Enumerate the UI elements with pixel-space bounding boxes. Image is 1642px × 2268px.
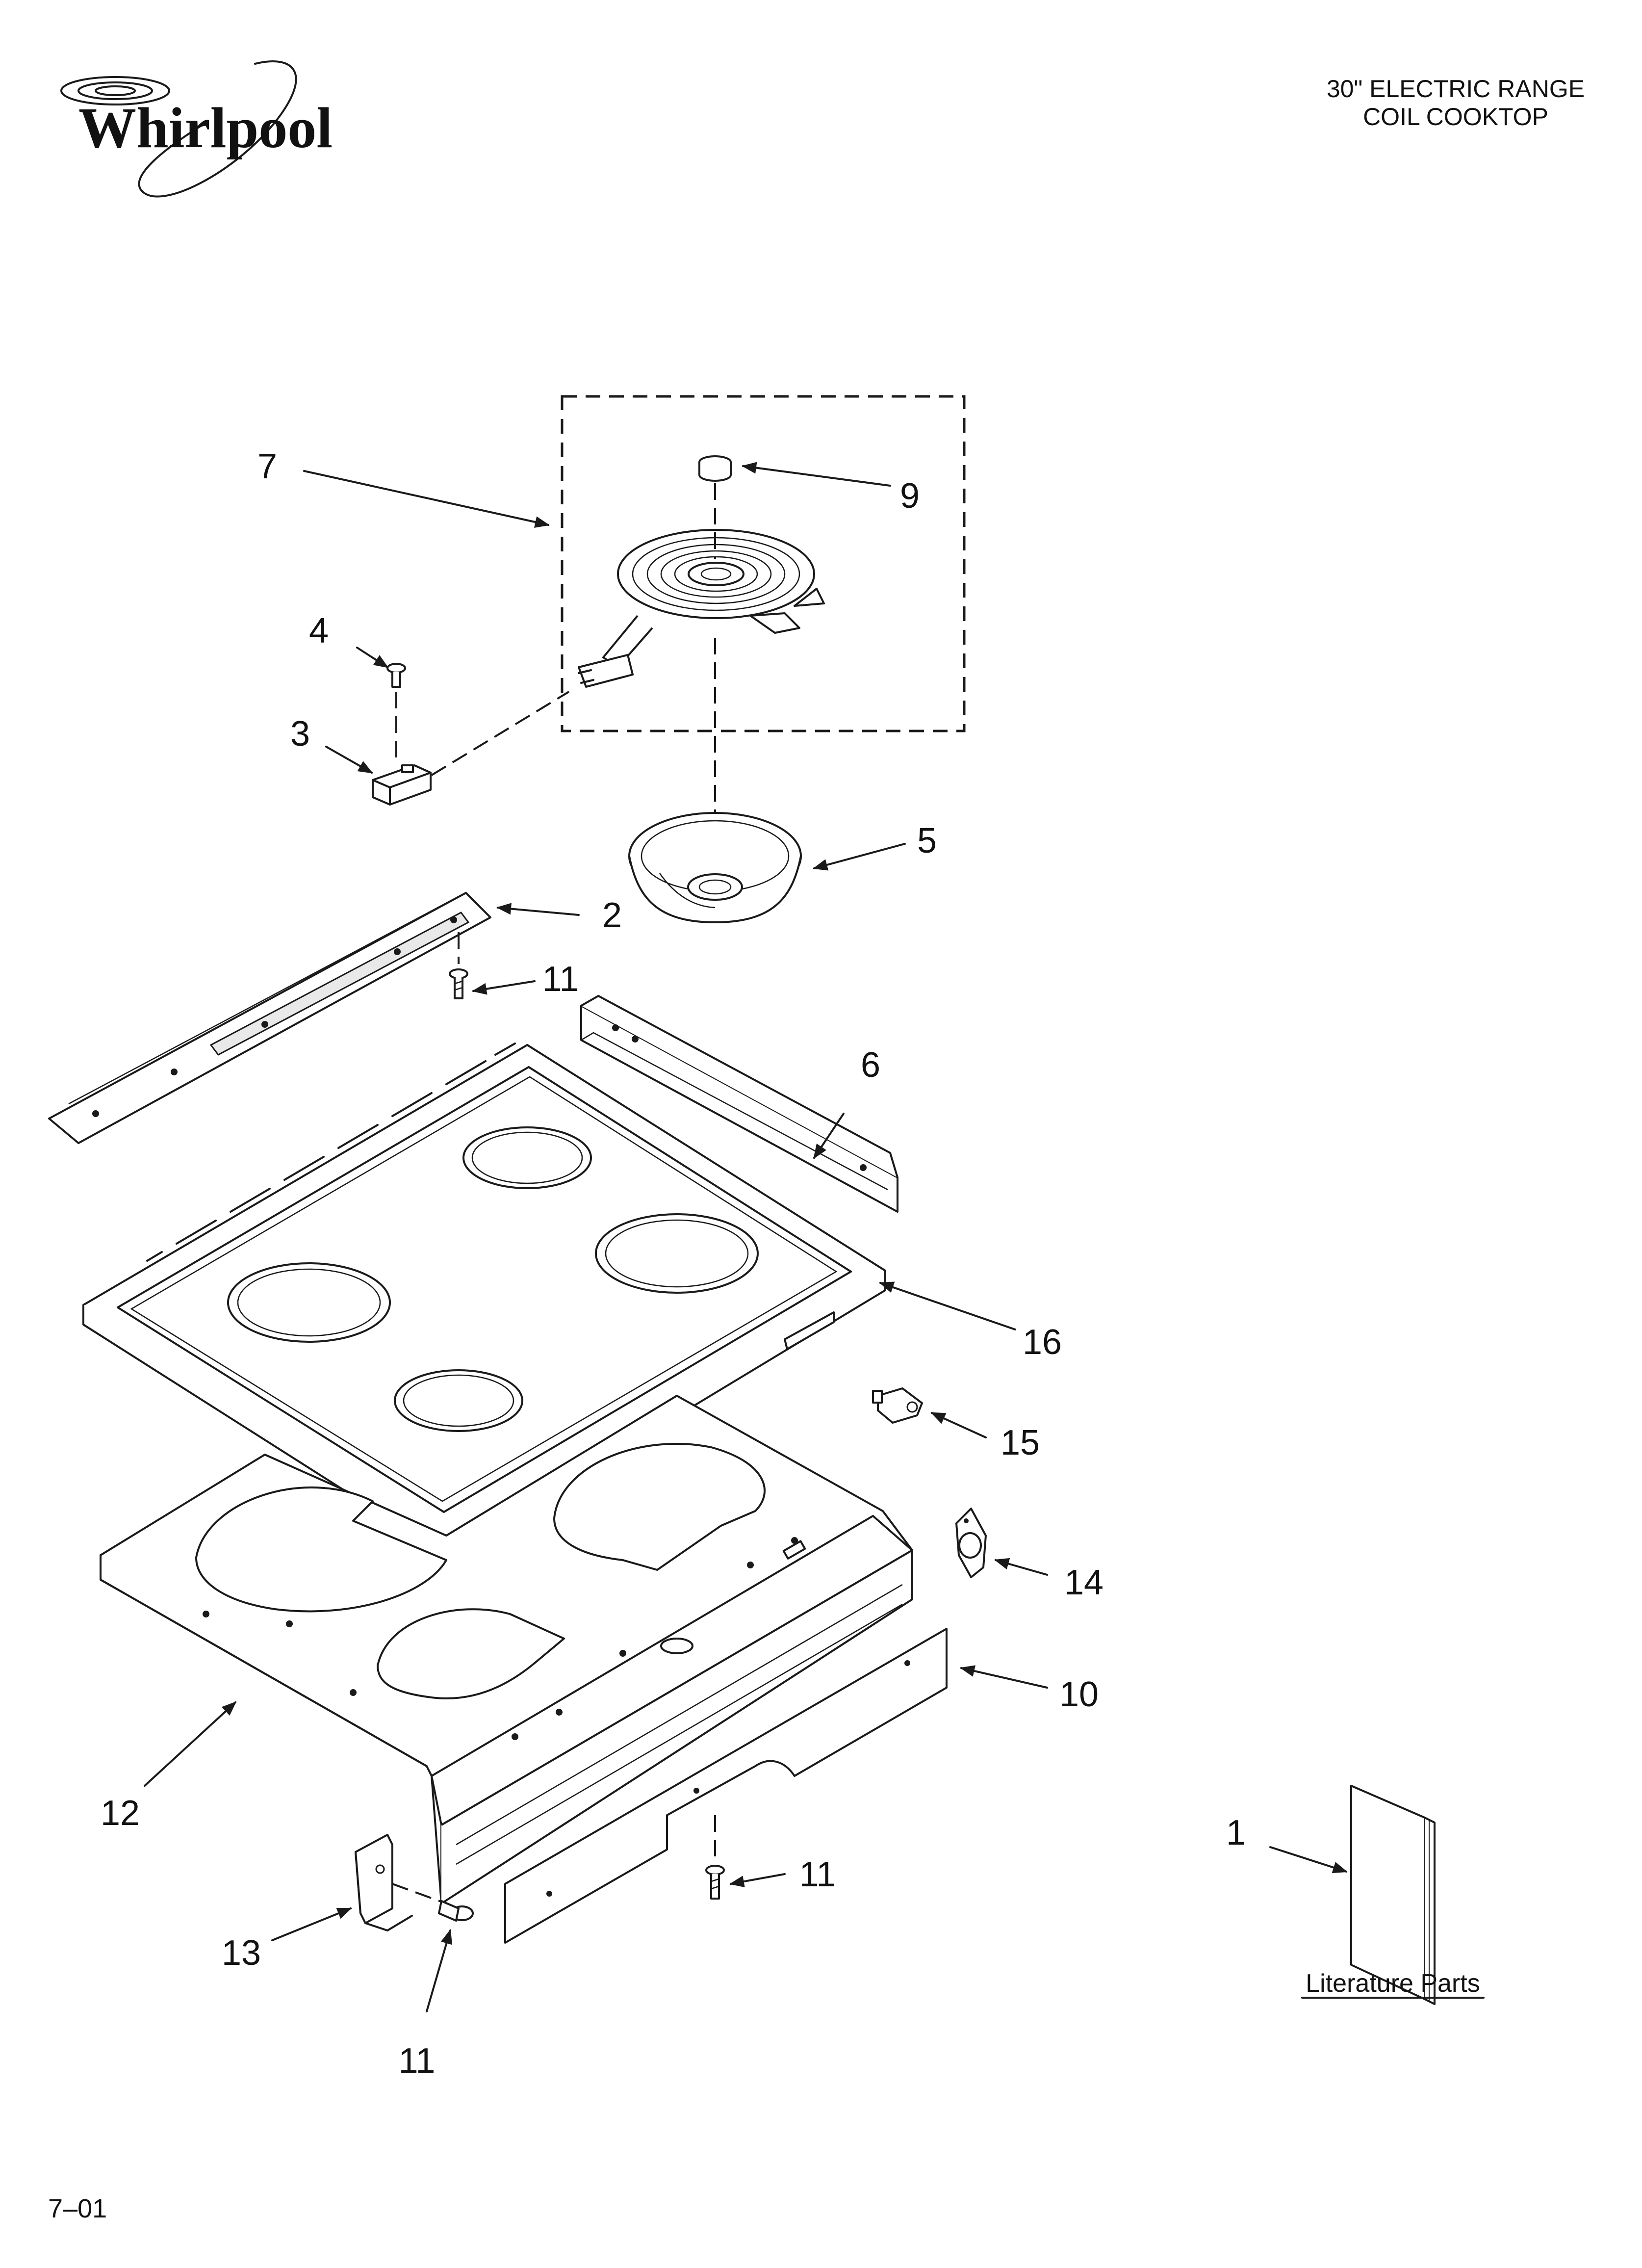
footer-code: 7–01 — [48, 2194, 107, 2223]
callout-11-lower-right: 11 — [799, 1855, 836, 1894]
terminal-block-screw — [386, 663, 406, 765]
cooktop-vent-slots — [146, 1043, 516, 1262]
burner-box — [100, 1395, 913, 1904]
callout-7: 7 — [257, 447, 277, 486]
callout-12: 12 — [101, 1794, 140, 1833]
screw-lower-right — [705, 1815, 725, 1900]
literature-booklet — [1350, 1785, 1436, 2005]
callout-11-lower-left: 11 — [399, 2041, 436, 2081]
terminal-block — [372, 764, 432, 806]
callout-2: 2 — [602, 896, 622, 935]
callout-11-upper: 11 — [542, 960, 579, 999]
burner-opening-front-left — [227, 1262, 391, 1343]
callout-15: 15 — [1001, 1423, 1040, 1462]
callout-10: 10 — [1059, 1675, 1099, 1714]
coil-element — [578, 529, 825, 688]
callout-6: 6 — [861, 1045, 880, 1085]
whirlpool-logo: Whirlpool — [60, 60, 333, 198]
callout-1: 1 — [1226, 1813, 1246, 1852]
callout-9: 9 — [900, 476, 920, 516]
indicator-switch — [872, 1387, 923, 1424]
header-title-line1: 30" ELECTRIC RANGE — [1327, 75, 1585, 103]
front-shield — [504, 1628, 948, 1944]
literature-parts-label: Literature Parts — [1306, 1969, 1480, 1998]
side-bracket — [580, 995, 898, 1213]
surface-element-assembly — [561, 395, 966, 732]
burner-opening-rear-right — [595, 1213, 759, 1294]
burner-opening-rear-left — [462, 1126, 592, 1189]
logo-wordmark: Whirlpool — [78, 96, 333, 160]
callout-5: 5 — [917, 821, 937, 860]
leader-lines — [144, 462, 1348, 2012]
element-cap — [698, 455, 732, 482]
rear-trim-strip — [48, 892, 491, 1144]
screw-upper — [449, 932, 468, 999]
callout-4: 4 — [309, 611, 329, 651]
thermostat-mount — [955, 1508, 987, 1578]
callout-3: 3 — [290, 714, 310, 754]
mounting-bracket — [355, 1834, 413, 1931]
callout-14: 14 — [1064, 1563, 1103, 1602]
screw-lower-left — [438, 1900, 474, 1922]
callout-13: 13 — [222, 1933, 261, 1973]
burner-opening-front-right — [394, 1369, 523, 1432]
element-group-box — [561, 395, 966, 732]
cooktop — [82, 1043, 886, 1556]
drip-bowl — [628, 812, 802, 923]
header-title-line2: COIL COOKTOP — [1363, 103, 1548, 130]
callout-16: 16 — [1023, 1323, 1062, 1362]
